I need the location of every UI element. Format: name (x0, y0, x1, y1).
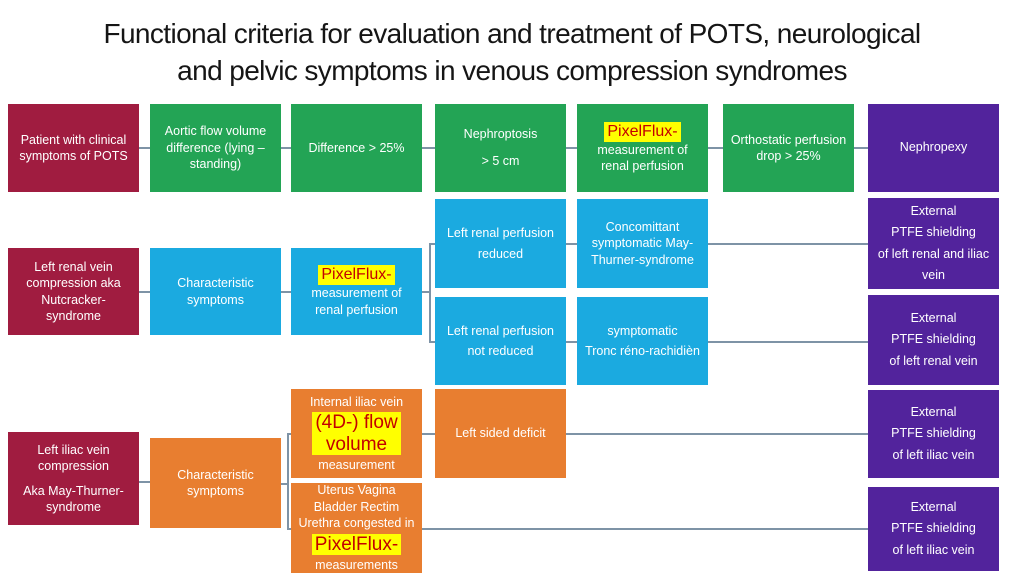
box-renal-perfusion-not-reduced-label: Left renal perfusion not reduced (446, 323, 554, 358)
connector-line (139, 147, 150, 149)
box-left-sided-deficit-label: Left sided deficit (455, 426, 546, 441)
box-nephroptosis-label: Nephroptosis > 5 cm (463, 127, 538, 168)
connector-line (422, 433, 435, 435)
connector-line (708, 341, 868, 343)
box-renal-perfusion-not-reduced: Left renal perfusion not reduced (435, 297, 566, 385)
box-orthostatic-drop: Orthostatic perfusion drop > 25% (723, 104, 854, 192)
box-left-sided-deficit: Left sided deficit (435, 389, 566, 478)
pixelflux-highlight: PixelFlux- (318, 265, 395, 285)
connector-line (708, 243, 868, 245)
box-pixelflux-renal-green-label: measurement of renal perfusion (597, 142, 688, 174)
box-difference-25-label: Difference > 25% (308, 140, 405, 155)
connector-line (429, 341, 435, 343)
box-aortic-flow-volume-label: Aortic flow volume difference (lying – s… (164, 124, 267, 172)
slide-title: Functional criteria for evaluation and t… (103, 18, 921, 86)
box-aortic-flow-volume: Aortic flow volume difference (lying – s… (150, 104, 281, 192)
connector-line (287, 433, 291, 435)
connector-line (281, 147, 291, 149)
connector-line (566, 341, 577, 343)
box-nephropexy-label: Nephropexy (899, 140, 968, 155)
box-patient-pots-label: Patient with clinical symptoms of POTS (19, 132, 128, 164)
box-may-thurner-syndrome: Left iliac vein compression Aka May-Thur… (8, 432, 139, 525)
connector-line (422, 147, 435, 149)
box-shield-renal-label: External PTFE shielding of left renal ve… (889, 310, 978, 368)
box-patient-pots: Patient with clinical symptoms of POTS (8, 104, 139, 192)
box-pixelflux-renal-blue: PixelFlux- measurement of renal perfusio… (291, 248, 422, 335)
box-characteristic-symptoms-iliac: Characteristic symptoms (150, 438, 281, 528)
connector-line (139, 481, 150, 483)
connector-bracket (429, 243, 431, 342)
connector-line (422, 528, 868, 530)
box-internal-iliac-4d-flow-pre: Internal iliac vein (309, 394, 404, 409)
4d-flow-volume-highlight: (4D-) flow volume (312, 412, 401, 455)
box-shield-renal: External PTFE shielding of left renal ve… (868, 295, 999, 385)
connector-line (708, 147, 723, 149)
box-shield-iliac-top: External PTFE shielding of left iliac ve… (868, 390, 999, 478)
connector-line (139, 291, 150, 293)
connector-line (281, 291, 291, 293)
connector-line (566, 147, 577, 149)
box-may-thurner-syndrome-label-1: Left iliac vein compression (37, 442, 110, 474)
box-orthostatic-drop-label: Orthostatic perfusion drop > 25% (730, 132, 847, 164)
box-characteristic-symptoms-iliac-label: Characteristic symptoms (177, 467, 254, 499)
box-pixelflux-renal-blue-label: measurement of renal perfusion (311, 286, 402, 317)
box-shield-renal-and-iliac-label: External PTFE shielding of left renal an… (877, 203, 990, 283)
box-difference-25: Difference > 25% (291, 104, 422, 192)
box-pixelflux-renal-green: PixelFlux- measurement of renal perfusio… (577, 104, 708, 192)
box-concomittant-may-thurner-label: Concomittant symptomatic May- Thurner-sy… (591, 219, 694, 267)
box-uterus-congested-post: measurements (315, 558, 398, 573)
box-renal-perfusion-reduced: Left renal perfusion reduced (435, 199, 566, 288)
connector-bracket (287, 433, 289, 529)
box-nutcracker-syndrome: Left renal vein compression aka Nutcrack… (8, 248, 139, 335)
box-tronc-reno-rachidien: symptomatic Tronc réno-rachidièn (577, 297, 708, 385)
box-shield-iliac-top-label: External PTFE shielding of left iliac ve… (891, 404, 976, 462)
connector-line (566, 433, 868, 435)
connector-line (566, 243, 577, 245)
connector-line (281, 483, 288, 485)
box-internal-iliac-4d-flow-post: measurement (318, 457, 395, 472)
box-shield-iliac-bottom-label: External PTFE shielding of left iliac ve… (891, 499, 976, 557)
box-shield-renal-and-iliac: External PTFE shielding of left renal an… (868, 198, 999, 289)
pixelflux-highlight: PixelFlux- (604, 121, 681, 142)
connector-line (854, 147, 868, 149)
connector-line (429, 243, 435, 245)
box-characteristic-symptoms-renal-label: Characteristic symptoms (177, 276, 254, 307)
connector-line (422, 291, 430, 293)
box-may-thurner-syndrome-label-2: Aka May-Thurner- syndrome (23, 483, 124, 515)
box-shield-iliac-bottom: External PTFE shielding of left iliac ve… (868, 487, 999, 571)
box-nephroptosis: Nephroptosis > 5 cm (435, 104, 566, 192)
box-tronc-reno-rachidien-label: symptomatic Tronc réno-rachidièn (585, 323, 700, 358)
box-uterus-congested: Uterus Vagina Bladder Rectim Urethra con… (291, 483, 422, 573)
connector-line (287, 528, 291, 530)
box-internal-iliac-4d-flow: Internal iliac vein (4D-) flow volume me… (291, 389, 422, 478)
pixelflux-highlight: PixelFlux- (311, 533, 402, 556)
box-renal-perfusion-reduced-label: Left renal perfusion reduced (446, 226, 554, 261)
box-uterus-congested-pre: Uterus Vagina Bladder Rectim Urethra con… (298, 483, 415, 531)
box-concomittant-may-thurner: Concomittant symptomatic May- Thurner-sy… (577, 199, 708, 288)
box-nutcracker-syndrome-label: Left renal vein compression aka Nutcrack… (26, 259, 121, 324)
box-characteristic-symptoms-renal: Characteristic symptoms (150, 248, 281, 335)
box-nephropexy: Nephropexy (868, 104, 999, 192)
